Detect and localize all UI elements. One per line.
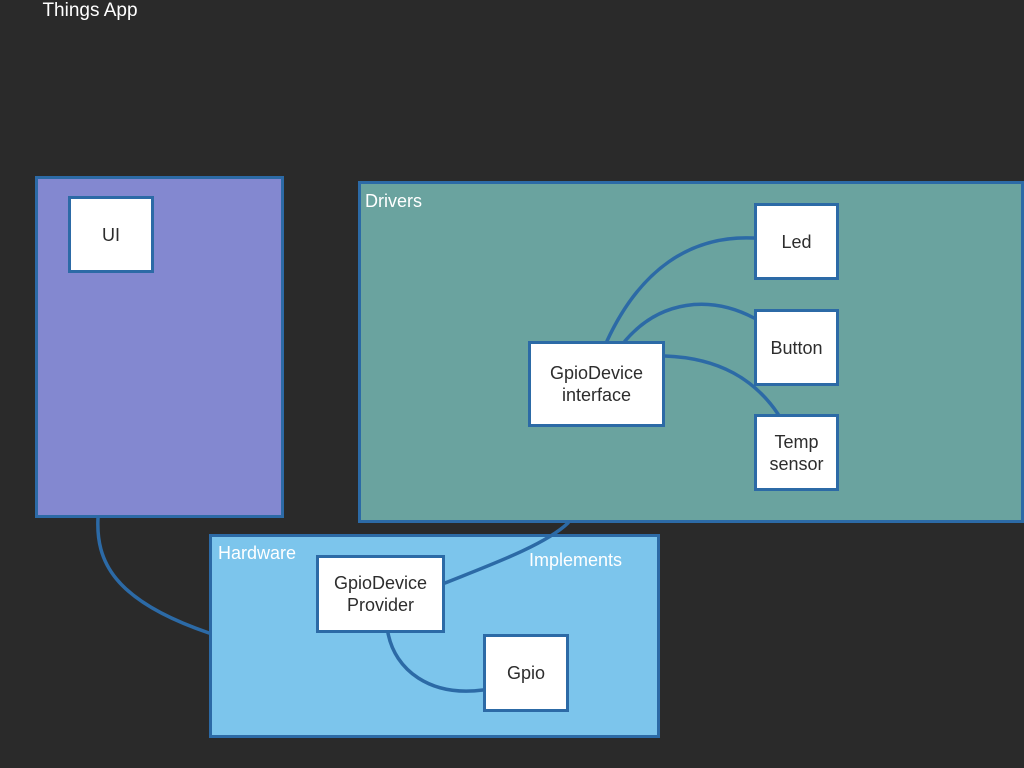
things-app-to-hardware-connector xyxy=(96,516,211,635)
implements-label: Implements xyxy=(529,550,623,570)
drivers-label: Drivers xyxy=(365,191,422,211)
gpio-device-provider-node: GpioDevice Provider xyxy=(316,555,445,633)
things-app-label: Things App xyxy=(42,0,138,21)
drivers-region xyxy=(358,181,1024,523)
led-node: Led xyxy=(754,203,839,280)
gpio-node: Gpio xyxy=(483,634,569,712)
gpio-device-interface-node: GpioDevice interface xyxy=(528,341,665,427)
hardware-label: Hardware xyxy=(218,543,297,563)
temp-sensor-node: Temp sensor xyxy=(754,414,839,491)
ui-node: UI xyxy=(68,196,154,273)
button-node: Button xyxy=(754,309,839,386)
